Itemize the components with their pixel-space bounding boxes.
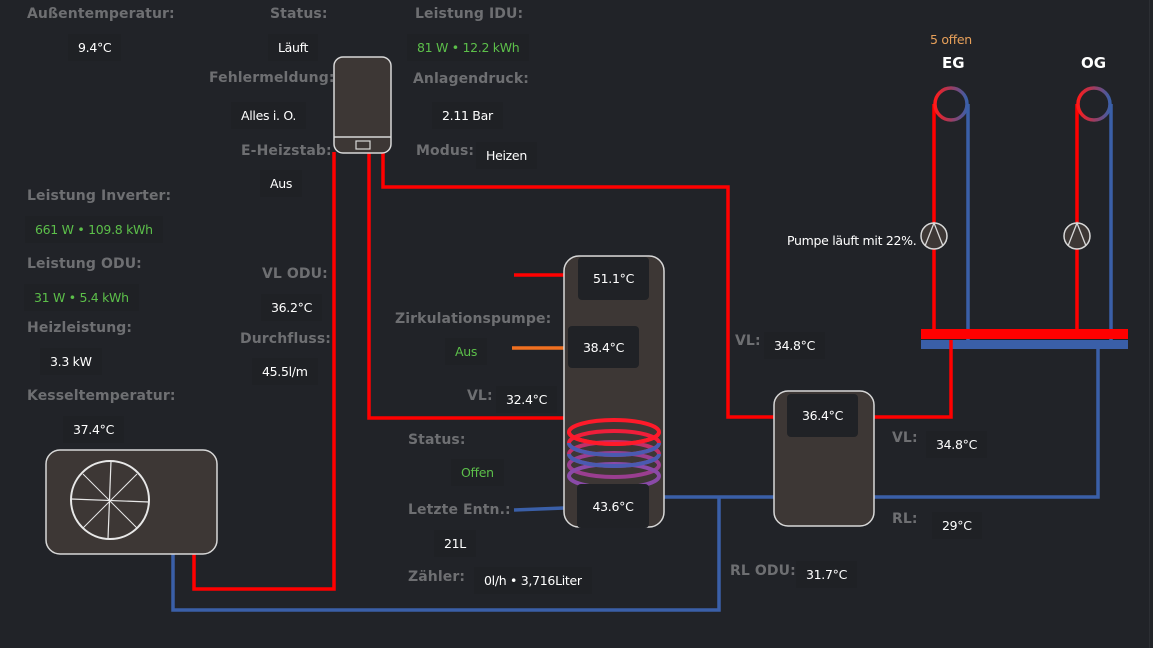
- tank-top-temp: 51.1°C: [578, 257, 649, 300]
- cold-water-inlet: [513, 506, 565, 512]
- pressure-value: 2.11 Bar: [432, 102, 503, 129]
- rl-right-value: 29°C: [932, 512, 982, 539]
- rl-right-label: RL:: [892, 511, 918, 527]
- buffer-return-pipe: [874, 348, 1100, 499]
- idu-status-value: Läuft: [268, 34, 319, 61]
- power-idu-value: 81 W • 12.2 kWh: [407, 34, 530, 61]
- last-draw-label: Letzte Entn.:: [408, 502, 511, 518]
- error-label: Fehlermeldung:: [209, 70, 335, 86]
- valve-status-value: Offen: [451, 459, 504, 486]
- vl-right-value: 34.8°C: [926, 431, 988, 458]
- outdoor-temp-value: 9.4°C: [68, 34, 122, 61]
- valve-status-label: Status:: [408, 432, 466, 448]
- heater-rod-value: Aus: [260, 170, 303, 197]
- eg-pump-icon[interactable]: [920, 221, 948, 250]
- rl-odu-label: RL ODU:: [730, 563, 796, 579]
- og-pump-icon[interactable]: [1063, 221, 1091, 250]
- return-pipes: [171, 104, 1113, 612]
- outdoor-temp-label: Außentemperatur:: [27, 6, 175, 22]
- rl-odu-value: 31.7°C: [796, 561, 858, 588]
- tank-coil-icon: [567, 418, 661, 490]
- flow-pipes: [192, 104, 1079, 591]
- fan-icon: [70, 460, 150, 540]
- vl-odu-label: VL ODU:: [262, 266, 328, 282]
- vl-odu-value: 36.2°C: [261, 294, 323, 321]
- power-inverter-label: Leistung Inverter:: [27, 188, 172, 204]
- tank-bottom-temp: 43.6°C: [577, 484, 649, 528]
- error-value: Alles i. O.: [231, 102, 307, 129]
- meter-label: Zähler:: [408, 569, 466, 585]
- og-loop-icon: [1076, 86, 1112, 122]
- flow-manifold: [921, 329, 1128, 339]
- pressure-label: Anlagendruck:: [413, 71, 529, 87]
- power-inverter-value: 661 W • 109.8 kWh: [25, 216, 163, 243]
- vl-top-value: 34.8°C: [764, 332, 826, 359]
- mode-label: Modus:: [416, 143, 475, 159]
- buffer-temp: 36.4°C: [787, 394, 858, 437]
- vl-top-label: VL:: [735, 333, 761, 349]
- circulation-pump-value: Aus: [445, 338, 488, 365]
- power-odu-label: Leistung ODU:: [27, 256, 142, 272]
- vl-right-label: VL:: [892, 430, 918, 446]
- scrollbar-edge: [1149, 0, 1150, 648]
- tank-vl-value: 32.4°C: [496, 386, 558, 413]
- power-idu-label: Leistung IDU:: [415, 6, 524, 22]
- indoor-unit-icon[interactable]: [333, 56, 392, 154]
- tank-coil-feed-pipe: [367, 152, 590, 420]
- last-draw-value: 21L: [434, 530, 476, 557]
- circulation-pump-label: Zirkulationspumpe:: [395, 311, 552, 327]
- open-circuits-count: 5 offen: [930, 32, 972, 47]
- tank-vl-label: VL:: [467, 388, 493, 404]
- circuit-eg-label[interactable]: EG: [942, 54, 965, 72]
- flow-label: Durchfluss:: [240, 331, 331, 347]
- rl-odu-pipe: [171, 497, 721, 612]
- eg-loop-icon: [933, 86, 969, 122]
- heating-power-value: 3.3 kW: [40, 348, 102, 375]
- boiler-temp-label: Kesseltemperatur:: [27, 388, 176, 404]
- power-odu-value: 31 W • 5.4 kWh: [24, 284, 139, 311]
- idu-status-label: Status:: [270, 6, 328, 22]
- meter-value: 0l/h • 3,716Liter: [474, 567, 592, 594]
- outdoor-unit-icon[interactable]: [45, 449, 218, 555]
- tank-mid-temp: 38.4°C: [568, 326, 639, 368]
- circuit-og-label[interactable]: OG: [1081, 54, 1107, 72]
- mode-value: Heizen: [476, 142, 537, 169]
- heating-power-label: Heizleistung:: [27, 320, 133, 336]
- flow-value: 45.5l/m: [252, 358, 318, 385]
- heating-flow-pipe: [381, 152, 774, 419]
- vl-odu-pipe: [192, 152, 336, 591]
- heater-rod-label: E-Heizstab:: [241, 143, 332, 159]
- return-manifold: [921, 340, 1128, 349]
- boiler-temp-value: 37.4°C: [63, 416, 125, 443]
- buffer-flow-pipe: [874, 340, 953, 419]
- pump-status-text: Pumpe läuft mit 22%.: [787, 233, 917, 248]
